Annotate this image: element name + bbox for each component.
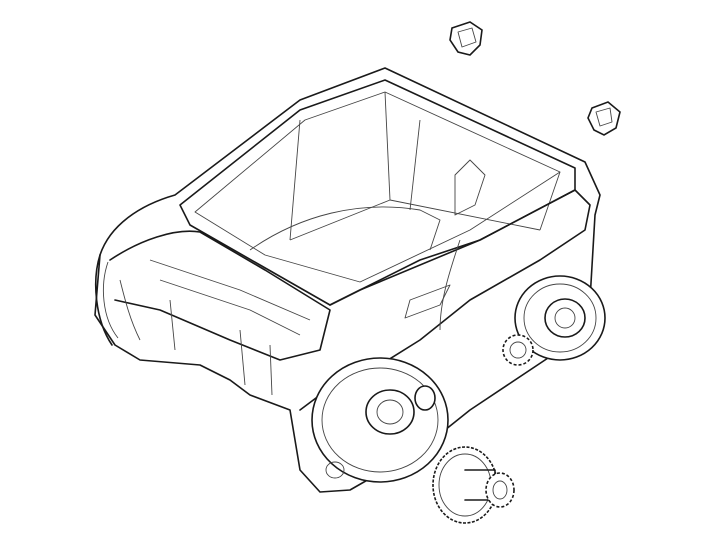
clip-top [449,21,483,56]
clip-right [587,101,621,136]
drive-wheel-right [502,275,606,366]
drive-wheel-left [311,357,449,483]
gear-assembly [432,446,515,524]
body-housing [94,67,601,493]
